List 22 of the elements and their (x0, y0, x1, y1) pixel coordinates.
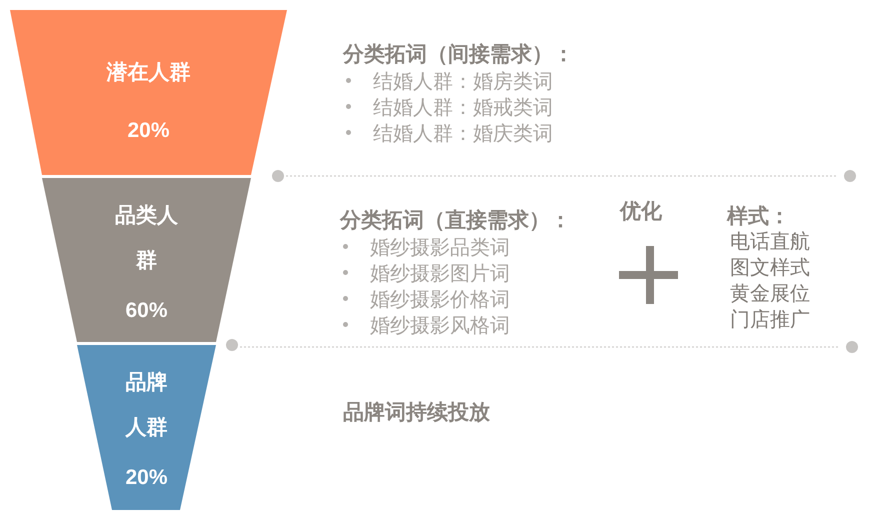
list-item: 黄金展位 (730, 282, 810, 307)
list-item: 结婚人群：婚庆类词 (373, 122, 553, 147)
list-item: 婚纱摄影价格词 (370, 288, 510, 313)
section-heading: 样式： (727, 204, 790, 230)
percentage-value: 20% (127, 118, 170, 144)
list-item: 图文样式 (730, 256, 810, 281)
list-item: 结婚人群：婚房类词 (373, 70, 553, 95)
list-item: 婚纱摄影品类词 (370, 236, 510, 261)
section-heading: 分类拓词（直接需求）： (340, 208, 571, 234)
section-heading: 品牌词持续投放 (343, 400, 490, 426)
section-heading: 优化 (620, 199, 662, 225)
list-item: 结婚人群：婚戒类词 (373, 96, 553, 121)
segment-label: 品牌人群 (124, 370, 168, 441)
list-item: 婚纱摄影图片词 (370, 262, 510, 287)
list-item: 电话直航 (730, 230, 810, 255)
section-heading: 分类拓词（间接需求）： (343, 42, 574, 68)
segment-label: 潜在人群 (105, 60, 192, 86)
list-item: 婚纱摄影风格词 (370, 314, 510, 339)
segment-label: 品类人群 (114, 203, 179, 274)
percentage-value: 20% (125, 465, 168, 491)
percentage-value: 60% (125, 298, 168, 324)
list-item: 门店推广 (730, 308, 810, 333)
